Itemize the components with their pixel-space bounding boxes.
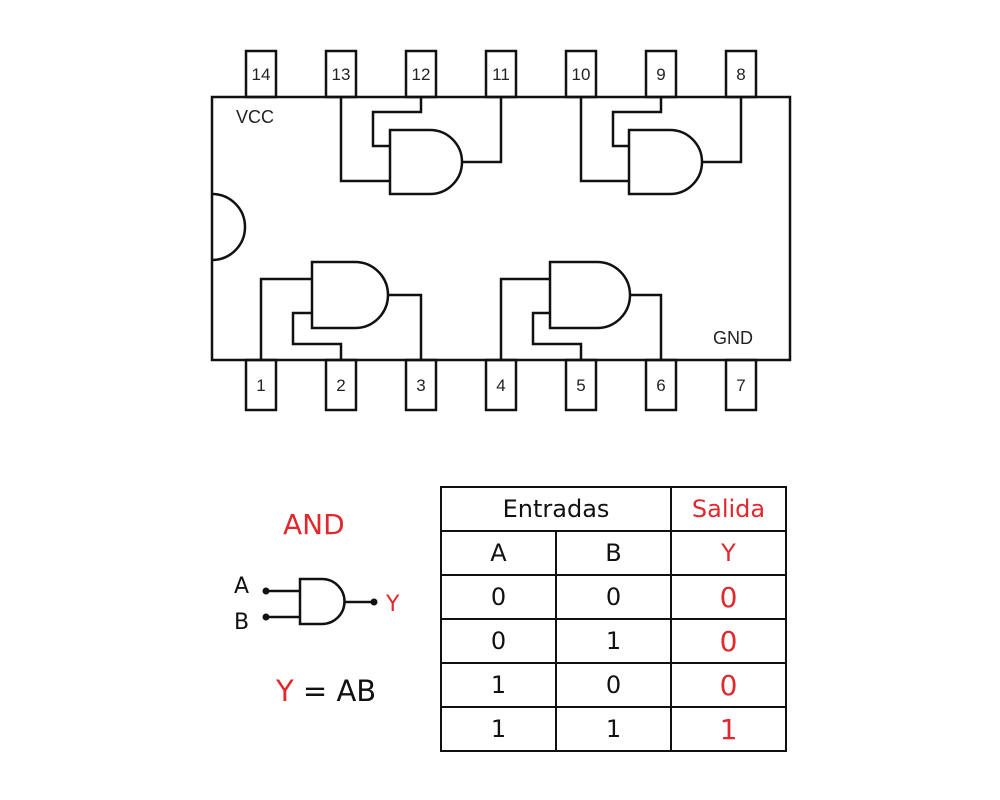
- pin-label-2: 2: [336, 376, 345, 395]
- gate-wire: [388, 293, 423, 360]
- pin-label-6: 6: [656, 376, 665, 395]
- vcc-label: VCC: [236, 107, 274, 127]
- cell-y: 1: [670, 706, 787, 752]
- pin-7: [724, 358, 758, 412]
- cell-y: 0: [670, 662, 787, 708]
- chip-notch: [211, 192, 247, 262]
- gate-wire: [611, 97, 663, 148]
- input-b-dot: [262, 613, 270, 621]
- and-gate-legend-body: [298, 577, 346, 626]
- pin-label-9: 9: [656, 65, 665, 84]
- pin-label-5: 5: [576, 376, 585, 395]
- and-gate-symbol: [627, 128, 704, 196]
- output-header: Salida: [670, 486, 787, 532]
- input-a-dot: [262, 587, 270, 595]
- gate-wire: [371, 97, 423, 148]
- pin-label-10: 10: [572, 65, 591, 84]
- truth-table: Entradas Salida A B Y 0 0 0 0 1 0 1 0 0 …: [440, 486, 787, 752]
- pin-label-8: 8: [736, 65, 745, 84]
- col-y-header: Y: [670, 530, 787, 576]
- gnd-label: GND: [713, 328, 753, 348]
- pin-label-7: 7: [736, 376, 745, 395]
- cell-b: 0: [555, 662, 672, 708]
- input-a-label: A: [234, 574, 249, 599]
- ic-7408-diagram: VCC GND 14 13 12 11 10 9 8 1 2 3 4 5 6 7: [210, 49, 792, 412]
- and-gate-symbol: [388, 128, 464, 196]
- equation-expression: = AB: [293, 674, 377, 708]
- cell-b: 1: [555, 706, 672, 752]
- table-row: 0 1 0: [440, 618, 787, 664]
- input-b-label: B: [234, 610, 249, 635]
- gate-wire: [259, 277, 312, 360]
- table-row: 1 1 1: [440, 706, 787, 752]
- pin-label-4: 4: [496, 376, 505, 395]
- and-gate-symbol: [310, 260, 390, 330]
- gate-wire: [499, 277, 550, 360]
- boolean-equation: Y = AB: [276, 674, 376, 708]
- cell-a: 1: [440, 662, 557, 708]
- gate-title: AND: [283, 508, 345, 541]
- and-gate-symbol: [548, 260, 632, 330]
- equation-output: Y: [276, 674, 294, 708]
- pin-label-14: 14: [252, 65, 271, 84]
- cell-y: 0: [670, 574, 787, 620]
- table-row: 1 0 0: [440, 662, 787, 708]
- pin-label-1: 1: [256, 376, 265, 395]
- inputs-header: Entradas: [440, 486, 672, 532]
- gate-wire: [462, 97, 503, 164]
- gate-wire: [291, 311, 343, 360]
- gate-wire: [579, 97, 629, 183]
- table-group-header: Entradas Salida: [440, 486, 787, 532]
- pin-14: [244, 49, 278, 99]
- gate-wire: [339, 97, 390, 183]
- output-dot: [370, 598, 378, 606]
- pin-label-11: 11: [492, 65, 510, 84]
- output-label: Y: [385, 592, 400, 617]
- cell-b: 0: [555, 574, 672, 620]
- gate-wire: [531, 311, 583, 360]
- cell-a: 0: [440, 574, 557, 620]
- cell-a: 1: [440, 706, 557, 752]
- pin-label-13: 13: [332, 65, 351, 84]
- pin-label-3: 3: [416, 376, 425, 395]
- gate-wire: [702, 97, 743, 164]
- and-gate-legend-symbol: A B Y: [234, 574, 400, 635]
- table-column-header: A B Y: [440, 530, 787, 576]
- col-b-header: B: [555, 530, 672, 576]
- cell-a: 0: [440, 618, 557, 664]
- pin-label-12: 12: [412, 65, 431, 84]
- gate-wire: [630, 293, 663, 360]
- col-a-header: A: [440, 530, 557, 576]
- table-row: 0 0 0: [440, 574, 787, 620]
- cell-y: 0: [670, 618, 787, 664]
- cell-b: 1: [555, 618, 672, 664]
